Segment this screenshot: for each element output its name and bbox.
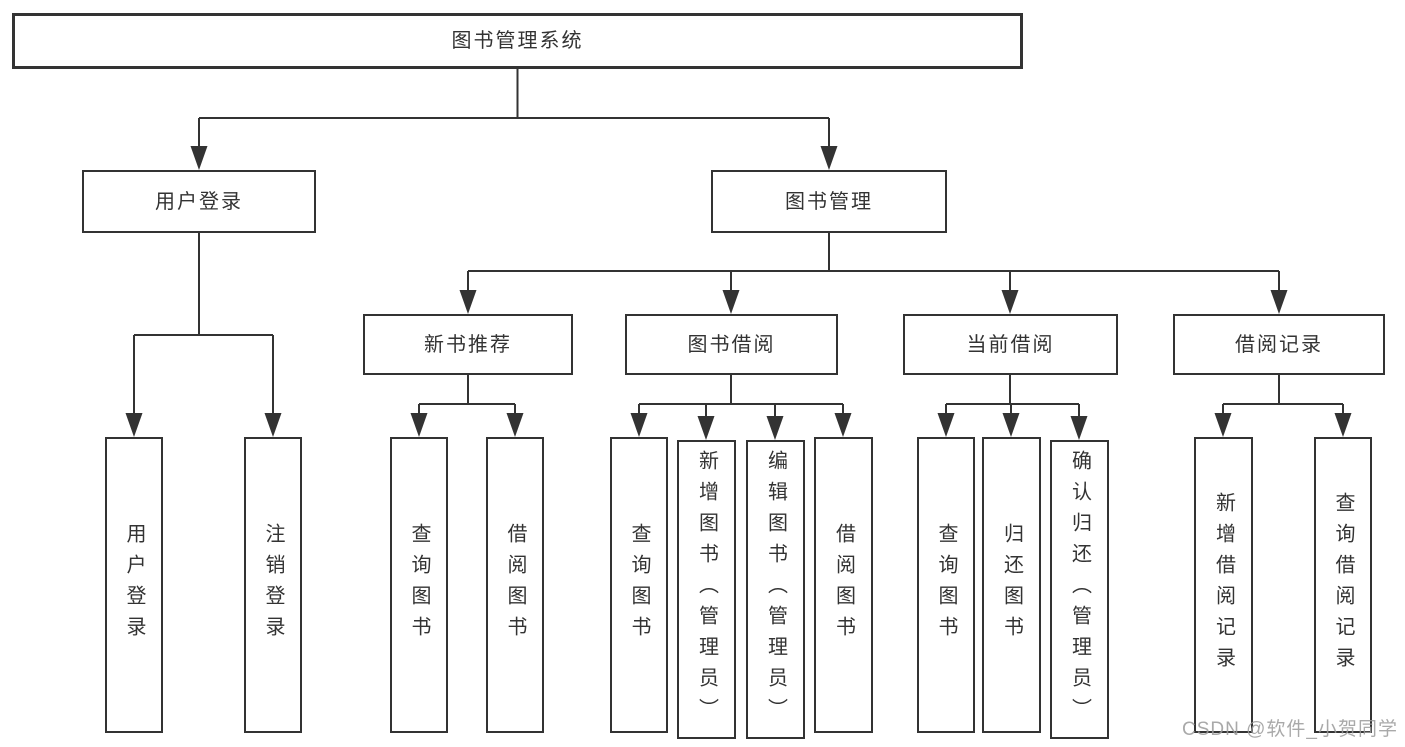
arrow-icon	[1070, 416, 1088, 440]
node-borrow-records: 借阅记录	[1173, 314, 1385, 375]
connector-book-management	[467, 233, 1280, 294]
node-leaf-add-borrow-record: 新增借阅记录	[1194, 437, 1253, 733]
connector-new-book-recommend	[418, 375, 516, 417]
arrow-icon	[190, 146, 208, 170]
arrow-icon	[410, 413, 428, 437]
leaf-label: 新增借阅记录	[1212, 492, 1235, 678]
leaf-label: 查询图书	[628, 523, 650, 647]
connector-user-login	[133, 233, 274, 417]
node-leaf-query-book-borrow: 查询图书	[610, 437, 668, 733]
connector-book-borrow	[638, 375, 844, 420]
leaf-label: 编辑图书（管理员）	[764, 450, 787, 729]
node-user-login: 用户登录	[82, 170, 316, 233]
arrow-icon	[722, 290, 740, 314]
arrow-icon	[1002, 413, 1020, 437]
node-library-management-system: 图书管理系统	[12, 13, 1023, 69]
leaf-label: 确认归还（管理员）	[1068, 450, 1091, 729]
node-leaf-query-book-recommend: 查询图书	[390, 437, 448, 733]
arrow-icon	[506, 413, 524, 437]
csdn-watermark: CSDN @软件_小贺同学	[1182, 719, 1398, 740]
arrow-icon	[834, 413, 852, 437]
arrow-icon	[766, 416, 784, 440]
arrow-icon	[1334, 413, 1352, 437]
node-leaf-edit-book-admin: 编辑图书（管理员）	[746, 440, 805, 739]
node-leaf-user-login: 用户登录	[105, 437, 163, 733]
arrow-icon	[125, 413, 143, 437]
arrow-icon	[937, 413, 955, 437]
node-leaf-query-borrow-record: 查询借阅记录	[1314, 437, 1372, 733]
connector-borrow-records	[1222, 375, 1344, 417]
arrow-icon	[820, 146, 838, 170]
node-leaf-query-book-current: 查询图书	[917, 437, 975, 733]
arrow-icon	[459, 290, 477, 314]
leaf-label: 归还图书	[1000, 523, 1023, 647]
node-leaf-return-book: 归还图书	[982, 437, 1041, 733]
arrow-icon	[1270, 290, 1288, 314]
node-leaf-add-book-admin: 新增图书（管理员）	[677, 440, 736, 739]
leaf-label: 查询借阅记录	[1332, 492, 1354, 678]
connector-root	[198, 69, 830, 150]
node-leaf-borrow-book-recommend: 借阅图书	[486, 437, 544, 733]
leaf-label: 借阅图书	[504, 523, 526, 647]
leaf-label: 查询图书	[935, 523, 957, 647]
leaf-label: 借阅图书	[832, 523, 855, 647]
node-book-management: 图书管理	[711, 170, 947, 233]
arrow-icon	[264, 413, 282, 437]
arrow-icon	[697, 416, 715, 440]
node-leaf-borrow-book: 借阅图书	[814, 437, 873, 733]
node-current-borrow: 当前借阅	[903, 314, 1118, 375]
leaf-label: 用户登录	[123, 523, 145, 647]
arrow-icon	[1001, 290, 1019, 314]
leaf-label: 新增图书（管理员）	[695, 450, 718, 729]
node-leaf-logout: 注销登录	[244, 437, 302, 733]
node-book-borrow: 图书借阅	[625, 314, 838, 375]
arrow-icon	[630, 413, 648, 437]
connector-current-borrow	[945, 375, 1080, 420]
leaf-label: 注销登录	[262, 523, 284, 647]
node-leaf-confirm-return-admin: 确认归还（管理员）	[1050, 440, 1109, 739]
arrow-icon	[1214, 413, 1232, 437]
node-new-book-recommend: 新书推荐	[363, 314, 573, 375]
leaf-label: 查询图书	[408, 523, 430, 647]
